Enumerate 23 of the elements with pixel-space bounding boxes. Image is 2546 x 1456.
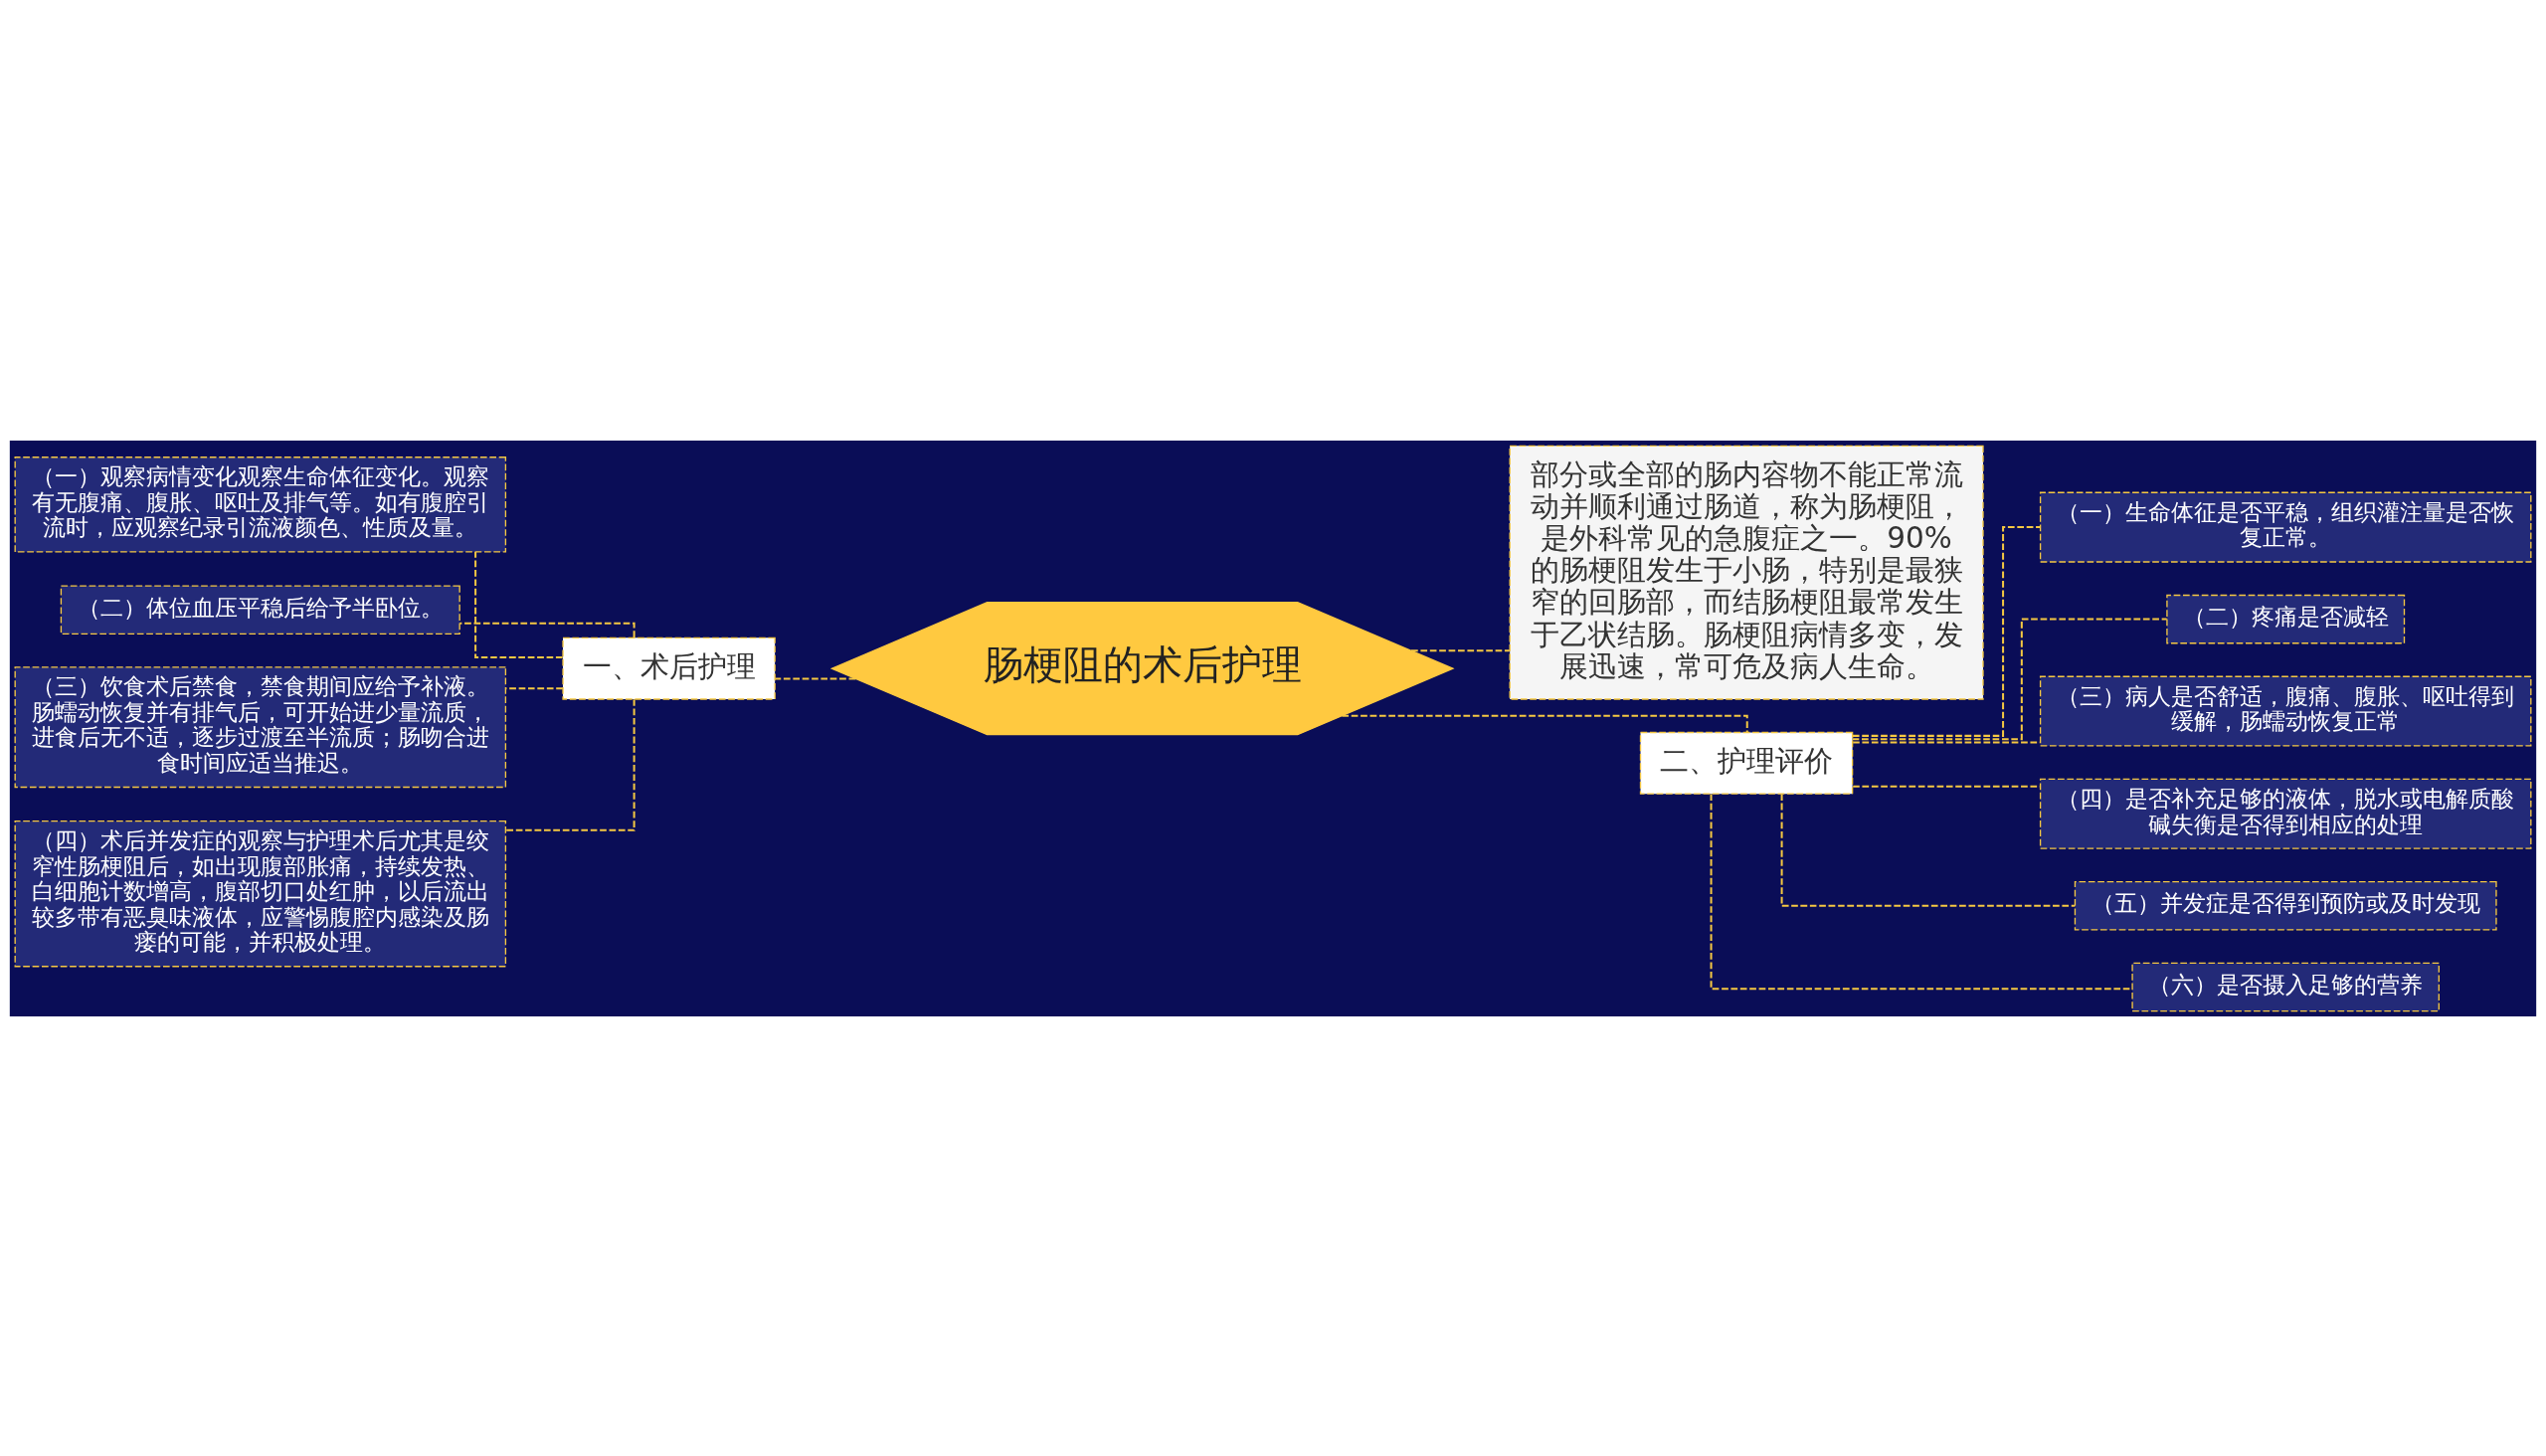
connector — [505, 698, 636, 831]
node-box: 部分或全部的肠内容物不能正常流动并顺利通过肠道，称为肠梗阻，是外科常见的急腹症之一。90%的肠梗阻发生于小肠，特别是最狭窄的回肠部，而结肠梗阻最常发生于乙状结肠。肠梗阻病情多变，发展迅速，常可危及病人生命。 — [1509, 445, 1984, 700]
node-box: （二）体位血压平稳后给予半卧位。 — [60, 584, 460, 635]
node-box: （三）饮食术后禁食，禁食期间应给予补液。肠蠕动恢复并有排气后，可开始进少量流质，进食后无不适，逐步过渡至半流质；肠吻合进食时间应适当推迟。 — [14, 665, 507, 788]
connector — [1342, 714, 1748, 732]
node-box: （一）观察病情变化观察生命体征变化。观察有无腹痛、腹胀、呕吐及排气等。如有腹腔引流时，应观察纪录引流液颜色、性质及量。 — [14, 455, 507, 553]
connector — [459, 622, 636, 637]
connector — [1852, 525, 2041, 737]
node-box: （四）是否补充足够的液体，脱水或电解质酸碱失衡是否得到相应的处理 — [2039, 778, 2532, 849]
connector — [1780, 793, 2076, 907]
connector — [474, 551, 563, 658]
node-box: （四）术后并发症的观察与护理术后尤其是绞窄性肠梗阻后，如出现腹部胀痛，持续发热、白细胞计数增高，腹部切口处红肿，以后流出较多带有恶臭味液体，应警惕腹腔内感染及肠瘘的可能，并积极处理。 — [14, 819, 507, 967]
connector — [1710, 793, 2132, 990]
node-box: 二、护理评价 — [1639, 731, 1854, 795]
node-box: （六）是否摄入足够的营养 — [2131, 962, 2440, 1011]
node-box: （二）疼痛是否减轻 — [2166, 594, 2406, 643]
connector — [775, 676, 856, 679]
connector — [1852, 618, 2167, 740]
node-box: （五）并发症是否得到预防或及时发现 — [2074, 880, 2497, 931]
node-box: （三）病人是否舒适，腹痛、腹胀、呕吐得到缓解，肠蠕动恢复正常 — [2039, 675, 2532, 747]
connector — [1411, 648, 1510, 651]
node-box: （一）生命体征是否平稳，组织灌注量是否恢复正常。 — [2039, 491, 2532, 563]
node-box: 一、术后护理 — [562, 637, 776, 700]
